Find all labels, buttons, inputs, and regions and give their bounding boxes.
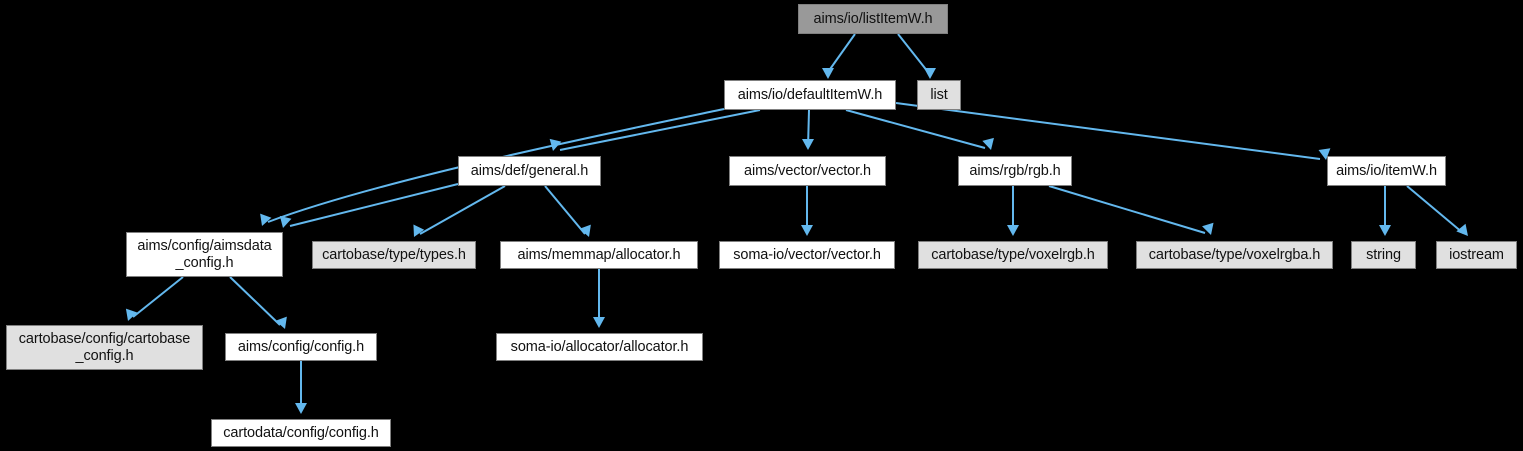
graph-node-label: aims/vector/vector.h <box>744 162 871 179</box>
graph-node-label: aims/config/aimsdata _config.h <box>137 237 272 271</box>
graph-edge-general-to-aimsdataConfig <box>289 183 459 227</box>
graph-edge-aimsdataConfig-to-cartobaseConfig <box>132 276 184 318</box>
graph-arrowhead <box>549 138 562 151</box>
graph-arrowhead <box>822 68 834 79</box>
graph-arrowhead <box>802 139 814 150</box>
graph-node-aimsConfigConfig[interactable]: aims/config/config.h <box>225 333 377 361</box>
graph-edge-listItemW-to-list <box>897 33 929 73</box>
graph-node-cartobaseConfig[interactable]: cartobase/config/cartobase _config.h <box>6 325 203 370</box>
graph-arrowhead <box>125 308 138 321</box>
graph-arrowhead <box>260 213 272 226</box>
graph-arrowhead <box>1202 222 1214 235</box>
graph-node-label: aims/rgb/rgb.h <box>969 162 1061 179</box>
graph-arrowhead <box>279 215 292 228</box>
graph-arrowhead <box>801 225 813 236</box>
graph-node-label: string <box>1366 246 1401 263</box>
graph-node-rgb[interactable]: aims/rgb/rgb.h <box>958 156 1072 186</box>
graph-node-label: aims/io/itemW.h <box>1336 162 1437 179</box>
graph-edge-defaultItemW-to-rgb <box>845 109 986 149</box>
graph-arrowhead <box>982 137 994 150</box>
graph-arrowhead <box>593 317 605 328</box>
graph-node-label: cartodata/config/config.h <box>223 424 379 441</box>
graph-node-string[interactable]: string <box>1351 241 1416 269</box>
graph-node-iostream[interactable]: iostream <box>1436 241 1517 269</box>
graph-arrowhead <box>1379 225 1391 236</box>
graph-node-label: cartobase/type/voxelrgba.h <box>1148 246 1321 263</box>
graph-node-label: cartobase/type/voxelrgb.h <box>931 246 1095 263</box>
graph-node-aimsdataConfig[interactable]: aims/config/aimsdata _config.h <box>126 232 283 277</box>
graph-node-label: aims/config/config.h <box>237 338 365 355</box>
graph-node-itemW[interactable]: aims/io/itemW.h <box>1327 156 1446 186</box>
graph-edge-general-to-types <box>419 185 506 235</box>
graph-arrowhead <box>413 224 425 237</box>
graph-node-label: soma-io/vector/vector.h <box>733 246 881 263</box>
graph-arrowhead <box>579 224 591 237</box>
graph-node-label: iostream <box>1449 246 1504 263</box>
graph-node-label: aims/io/listItemW.h <box>813 10 933 27</box>
graph-node-label: cartobase/config/cartobase _config.h <box>18 330 191 364</box>
graph-node-somaioVector[interactable]: soma-io/vector/vector.h <box>719 241 895 269</box>
graph-arrowhead <box>275 316 287 329</box>
graph-arrowhead <box>1456 223 1468 236</box>
graph-node-label: list <box>930 86 948 103</box>
graph-node-voxelrgb[interactable]: cartobase/type/voxelrgb.h <box>918 241 1108 269</box>
graph-node-general[interactable]: aims/def/general.h <box>458 156 601 186</box>
graph-node-label: aims/def/general.h <box>470 162 589 179</box>
graph-node-memmapAllocator[interactable]: aims/memmap/allocator.h <box>500 241 698 269</box>
graph-node-listItemW[interactable]: aims/io/listItemW.h <box>798 4 948 34</box>
graph-node-voxelrgba[interactable]: cartobase/type/voxelrgba.h <box>1136 241 1333 269</box>
graph-node-vector[interactable]: aims/vector/vector.h <box>729 156 886 186</box>
graph-node-cartodataConfig[interactable]: cartodata/config/config.h <box>211 419 391 447</box>
graph-arrowhead <box>924 68 936 79</box>
graph-edge-aimsdataConfig-to-aimsConfigConfig <box>229 276 281 326</box>
graph-node-label: aims/memmap/allocator.h <box>517 246 681 263</box>
graph-node-label: cartobase/type/types.h <box>322 246 466 263</box>
graph-node-defaultItemW[interactable]: aims/io/defaultItemW.h <box>724 80 896 110</box>
graph-arrowhead <box>1007 225 1019 236</box>
graph-arrowhead <box>295 403 307 414</box>
graph-edge-rgb-to-voxelrgba <box>1048 185 1206 234</box>
graph-edge-general-to-memmapAllocator <box>544 185 586 235</box>
graph-edge-defaultItemW-to-general <box>559 109 761 151</box>
graph-edge-itemW-to-iostream <box>1406 185 1464 234</box>
graph-node-list[interactable]: list <box>917 80 961 110</box>
graph-node-somaioAllocator[interactable]: soma-io/allocator/allocator.h <box>496 333 703 361</box>
graph-edge-listItemW-to-defaultItemW <box>827 33 856 73</box>
graph-edge-defaultItemW-to-vector <box>807 109 810 149</box>
graph-node-label: soma-io/allocator/allocator.h <box>510 338 689 355</box>
graph-edge-defaultItemW-to-itemW <box>895 102 1321 160</box>
graph-node-types[interactable]: cartobase/type/types.h <box>312 241 476 269</box>
graph-node-label: aims/io/defaultItemW.h <box>737 86 883 103</box>
